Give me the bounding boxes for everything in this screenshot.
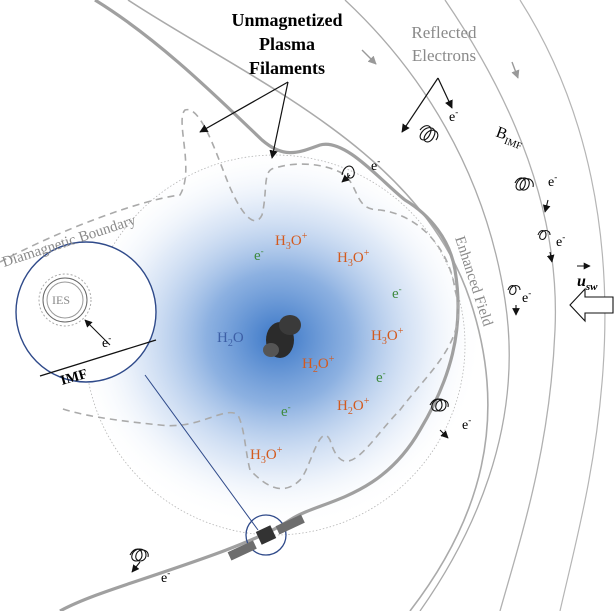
ion-label: H3O+ — [250, 445, 283, 466]
electron-label: e- — [371, 156, 380, 174]
inset-connector — [144, 374, 259, 531]
inset-electron-arrow — [84, 319, 111, 346]
electron-label-green: e- — [254, 246, 264, 264]
b-imf-label: BIMF — [493, 124, 527, 153]
solar-wind-arrow — [569, 287, 614, 323]
ies-label: IES — [52, 293, 70, 307]
electron-coil-top — [341, 165, 355, 183]
enhanced-field-line — [59, 0, 460, 613]
electron-label: e- — [161, 568, 170, 586]
filament-boundary — [0, 109, 460, 490]
imf-label: IMF — [59, 367, 89, 389]
ion-label: H3O+ — [275, 231, 308, 252]
electron-label-green: e- — [392, 284, 402, 302]
electron-label-green: e- — [376, 368, 386, 386]
electron-label-green: e- — [281, 402, 291, 420]
spacecraft-icon — [227, 514, 305, 561]
title-arrow-right — [269, 81, 289, 159]
electron-label: e- — [522, 288, 531, 306]
electron-label: e- — [556, 232, 565, 250]
plasma-electrons: e- e- e- e- — [254, 246, 402, 420]
ion-label: H2O+ — [302, 354, 335, 375]
ion-label: H2O+ — [337, 396, 370, 417]
title-arrow-left — [199, 81, 289, 133]
electron-label: e- — [548, 172, 557, 190]
outer-field-line-3 — [444, 0, 557, 612]
ies-inset-circle — [15, 241, 157, 383]
electron-coil-right-2 — [537, 229, 555, 263]
ies-instrument-icon — [38, 273, 92, 327]
outer-field-line-4 — [519, 0, 606, 612]
dotted-circle — [84, 154, 466, 536]
spacecraft-circle — [245, 514, 287, 556]
imf-line — [39, 339, 157, 377]
outer-field-line-1 — [127, 0, 489, 612]
electron-coil-upper — [419, 125, 439, 143]
reflected-line-1: Reflected — [411, 23, 477, 42]
electron-coil-right-3 — [507, 284, 521, 316]
field-arrow-2 — [511, 61, 520, 79]
ion-label: H3O+ — [371, 326, 404, 347]
title-line-3: Filaments — [249, 58, 325, 78]
reflected-arrow-1 — [401, 77, 439, 133]
reflected-arrow-2 — [437, 77, 453, 109]
usw-label: usw — [577, 273, 598, 293]
electron-label: e- — [449, 107, 458, 125]
title-line-1: Unmagnetized — [232, 10, 343, 30]
electron-coil-middle — [429, 398, 449, 439]
reflected-line-2: Electrons — [412, 46, 476, 65]
electron-coil-right-1 — [514, 177, 551, 213]
field-arrow-1 — [361, 49, 377, 65]
electron-coil-lower — [129, 548, 149, 573]
water-label: H2O — [217, 330, 244, 349]
plasma-ions: H3O+ H3O+ H3O+ H2O+ H2O+ H3O+ — [250, 231, 404, 466]
black-electron-labels: e- e- e- e- e- e- e- e- — [102, 107, 565, 586]
electron-label: e- — [462, 415, 471, 433]
ion-label: H3O+ — [337, 248, 370, 269]
outer-field-line-2 — [344, 0, 510, 612]
comet-nucleus — [263, 315, 301, 358]
electron-label: e- — [102, 333, 111, 351]
title-line-2: Plasma — [259, 34, 315, 54]
